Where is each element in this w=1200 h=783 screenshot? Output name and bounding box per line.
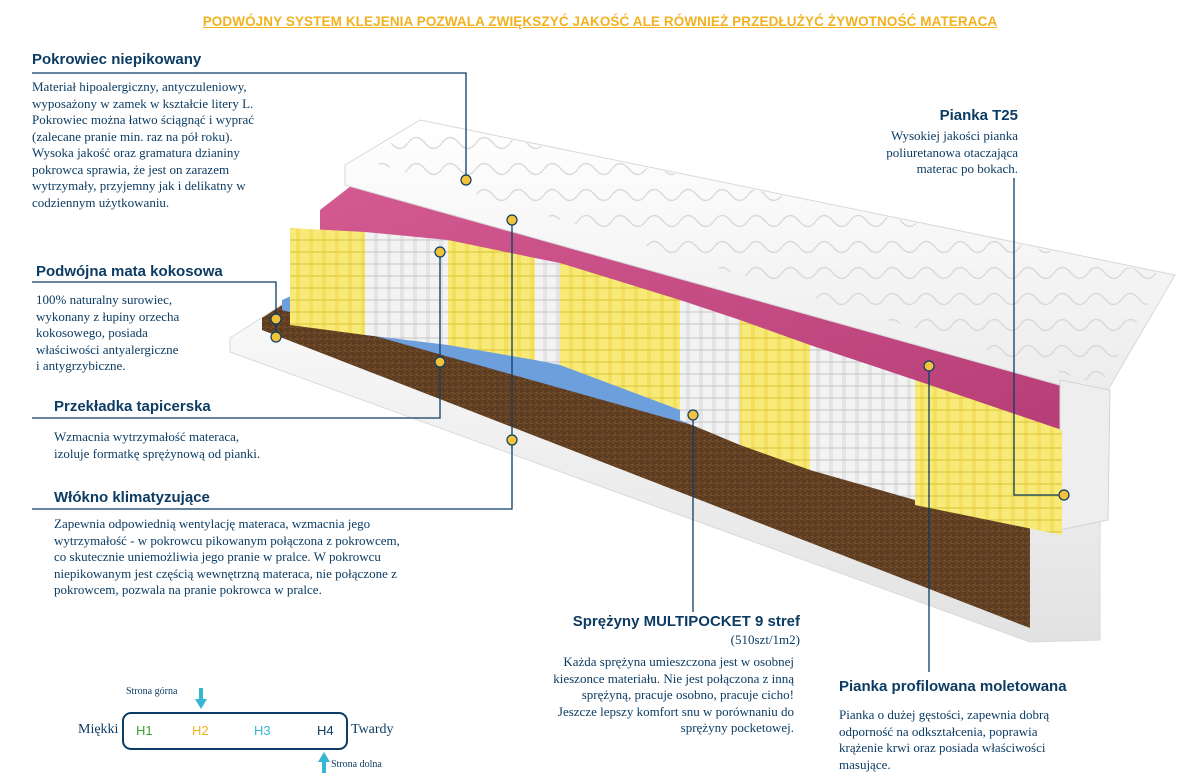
- page-banner: PODWÓJNY SYSTEM KLEJENIA POZWALA ZWIĘKSZ…: [202, 14, 998, 29]
- firmness-level-h3: H3: [254, 723, 271, 738]
- coconut-title: Podwójna mata kokosowa: [36, 263, 223, 280]
- marker-dot: [923, 360, 935, 372]
- marker-dot: [506, 214, 518, 226]
- firmness-level-h2: H2: [192, 723, 209, 738]
- fiber-description: Zapewnia odpowiednią wentylację materaca…: [54, 516, 400, 597]
- fiber-title: Włókno klimatyzujące: [54, 489, 210, 506]
- marker-dot: [506, 434, 518, 446]
- marker-dot: [460, 174, 472, 186]
- t25-side-foam: [1059, 379, 1111, 531]
- spring-zone-7: [740, 320, 810, 470]
- spring-zone-9: [915, 380, 1062, 535]
- marker-dot: [434, 246, 446, 258]
- leader-fiber: [32, 220, 513, 510]
- spring-zone-4: [535, 258, 560, 365]
- marker-dot: [1058, 489, 1070, 501]
- springs-description: Każda sprężyna umieszczona jest w osobne…: [553, 654, 794, 735]
- t25-title: Pianka T25: [939, 107, 1018, 124]
- cover-quilt: [365, 122, 1165, 385]
- firmness-level-h4: H4: [317, 723, 334, 738]
- firmness-scale: [122, 712, 348, 750]
- spring-zone-6: [680, 300, 740, 445]
- firmness-bottom-label: Strona dolna: [331, 759, 382, 770]
- cover-title: Pokrowiec niepikowany: [32, 51, 202, 68]
- firmness-soft-label: Miękki: [78, 722, 119, 737]
- firmness-hard-label: Twardy: [351, 722, 394, 737]
- springs-subtitle: (510szt/1m2): [730, 632, 800, 647]
- leader-upholstery: [32, 250, 441, 419]
- spring-zone-1: [290, 228, 365, 335]
- arrow-up-icon: [318, 752, 330, 773]
- marker-dot: [270, 313, 282, 325]
- spring-zone-2: [365, 232, 448, 345]
- spring-zone-8: [810, 345, 915, 500]
- arrow-down-icon: [195, 688, 207, 709]
- profiled-foam-title: Pianka profilowana moletowana: [839, 678, 1067, 695]
- leader-cover: [32, 72, 467, 178]
- coconut-description: 100% naturalny surowiec,wykonany z łupin…: [36, 292, 180, 373]
- upholstery-title: Przekładka tapicerska: [54, 398, 211, 415]
- firmness-top-label: Strona górna: [126, 686, 178, 697]
- cover-description: Materiał hipoalergiczny, antyczuleniowy,…: [32, 79, 255, 210]
- upholstery-description: Wzmacnia wytrzymałość materaca,izoluje f…: [54, 429, 261, 461]
- marker-dot: [434, 356, 446, 368]
- springs-title: Sprężyny MULTIPOCKET 9 stref: [572, 613, 800, 630]
- coconut-mat: [262, 300, 1030, 628]
- firmness-level-h1: H1: [136, 723, 153, 738]
- marker-dot: [270, 331, 282, 343]
- spring-zone-5: [560, 263, 680, 410]
- marker-dot: [687, 409, 699, 421]
- leader-t25: [1013, 178, 1064, 496]
- spring-zone-3: [448, 240, 535, 360]
